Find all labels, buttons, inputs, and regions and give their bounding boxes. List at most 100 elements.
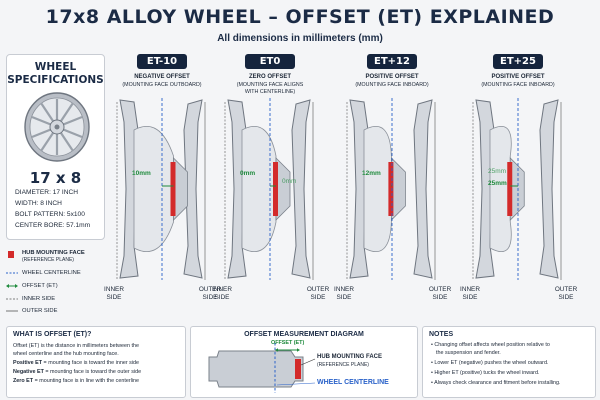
inner-label-line2: SIDE [462,294,478,301]
outer-barrel [413,99,433,279]
legend-offset-label: OFFSET (ET) [22,283,58,289]
legend-outer-label: OUTER SIDE [22,308,58,314]
offset-measurement: 0mm [240,170,256,177]
offset-measurement-secondary: 25mm [488,168,507,175]
positive-et-label: Positive ET [13,360,43,366]
outer-label-line2: SIDE [558,294,574,301]
hub [509,157,525,221]
offset-caption: NEGATIVE OFFSET(MOUNTING FACE OUTBOARD) [102,74,222,89]
offset-caption-sub: (MOUNTING FACE INBOARD) [355,81,429,88]
negative-et-text: = mounting face is toward the outer side [43,369,142,375]
legend: HUB MOUNTING FACE (REFERENCE PLANE) WHEE… [6,246,103,318]
measurement-diagram-title: OFFSET MEASUREMENT DIAGRAM [244,331,364,338]
spec-center-bore: CENTER BORE: 57.1mm [15,222,91,229]
wheel-size: 17 x 8 [29,169,82,187]
inner-label-line1: INNER [212,286,232,293]
page-title: 17x8 ALLOY WHEEL – OFFSET (ET) EXPLAINED [45,6,555,28]
wheel-face [363,125,392,253]
offset-caption-sub: (MOUNTING FACE OUTBOARD) [122,81,202,88]
hub [275,157,291,221]
spec-bolt-pattern: BOLT PATTERN: 5x100 [15,211,85,218]
hub-mounting-face [273,162,278,216]
hub-mounting-face [507,162,513,216]
offset-caption: POSITIVE OFFSET(MOUNTING FACE INBOARD) [458,74,578,89]
offset-caption-title: ZERO OFFSET [249,74,291,80]
inner-barrel [475,99,495,279]
offset-badge: ET+12 [367,54,417,69]
offset-caption-sub2: WITH CENTERLINE) [244,89,296,95]
outer-label-line1: OUTER [428,286,452,293]
positive-et-text: = mounting face is toward the inner side [42,360,139,366]
note-item-continued: the suspension and fender. [436,350,501,356]
inner-barrel [227,99,247,279]
note-item: • Lower ET (negative) pushes the wheel o… [431,360,549,366]
note-item: • Always check clearance and fitment bef… [431,380,561,386]
offset-caption-title: NEGATIVE OFFSET [134,74,190,80]
hub-mounting-face [170,162,176,216]
diagram-centerline-label: WHEEL CENTERLINE [317,379,389,386]
offset-caption: POSITIVE OFFSET(MOUNTING FACE INBOARD) [332,74,452,89]
outer-barrel [291,99,311,279]
negative-et-label: Negative ET [13,369,44,375]
legend-hub-swatch [8,251,14,258]
what-is-offset-title: WHAT IS OFFSET (ET)? [13,331,92,338]
note-text: Changing offset affects wheel position r… [434,342,550,348]
legend-centerline-label: WHEEL CENTERLINE [22,270,81,276]
zero-et-definition: Zero ET = mounting face is in line with … [13,378,139,384]
notes-title: NOTES [429,331,454,338]
spec-diameter: DIAMETER: 17 INCH [15,189,79,196]
wheel-cross-section [224,98,314,280]
wheel-face [133,125,174,253]
outer-label-line1: OUTER [554,286,578,293]
notes-panel: NOTES • Changing offset affects wheel po… [422,326,596,398]
outer-label-line1: OUTER [198,286,222,293]
offset-badge: ET0 [245,54,295,69]
offset-measurement: 10mm [132,170,151,177]
zero-et-label: Zero ET [13,378,34,384]
diagram-hub-face [295,359,301,379]
offset-measurement: 12mm [362,170,381,177]
measurement-diagram-graphic [208,343,316,393]
hub-mounting-face [388,162,394,216]
spec-width: WIDTH: 8 INCH [15,200,62,207]
diagram-hub-sublabel: (REFERENCE PLANE) [317,362,369,368]
inner-label-line2: SIDE [106,294,122,301]
offset-badge: ET+25 [493,54,543,69]
note-text: Higher ET (positive) tucks the wheel inw… [434,370,540,376]
spec-heading: WHEEL SPECIFICATIONS [7,61,104,87]
offset-caption-title: POSITIVE OFFSET [365,74,419,80]
negative-et-definition: Negative ET = mounting face is toward th… [13,369,141,375]
offset-caption-sub: (MOUNTING FACE ALIGNS [236,81,304,88]
offset-caption-sub: (MOUNTING FACE INBOARD) [481,81,555,88]
legend-swatches [6,251,18,312]
what-is-line2: wheel centerline and the hub mounting fa… [13,351,119,357]
legend-hub-label: HUB MOUNTING FACE [22,250,85,256]
offset-measurement-diagram-panel: OFFSET MEASUREMENT DIAGRAM OFFSET (ET) H… [190,326,418,398]
outer-label-line2: SIDE [310,294,326,301]
note-item: • Changing offset affects wheel position… [431,342,550,348]
legend-hub-sublabel: (REFERENCE PLANE) [22,257,74,263]
offset-badge: ET-10 [137,54,187,69]
inner-label-line2: SIDE [214,294,230,301]
positive-et-definition: Positive ET = mounting face is toward th… [13,360,139,366]
inner-barrel [119,99,139,279]
note-text: Lower ET (negative) pushes the wheel out… [434,360,549,366]
inner-label-line1: INNER [460,286,480,293]
what-is-offset-panel: WHAT IS OFFSET (ET)? Offset (ET) is the … [6,326,186,398]
spec-heading-line2: SPECIFICATIONS [7,74,104,86]
offset-measurement-secondary: 0mm [282,178,297,185]
inner-label-line1: INNER [334,286,354,293]
wheel-face [489,125,512,253]
wheel-face [241,125,277,253]
hub [391,157,406,221]
what-is-line1: Offset (ET) is the distance in millimete… [13,343,140,349]
wheel-cross-section [346,98,436,280]
note-text: Always check clearance and fitment befor… [434,380,561,386]
